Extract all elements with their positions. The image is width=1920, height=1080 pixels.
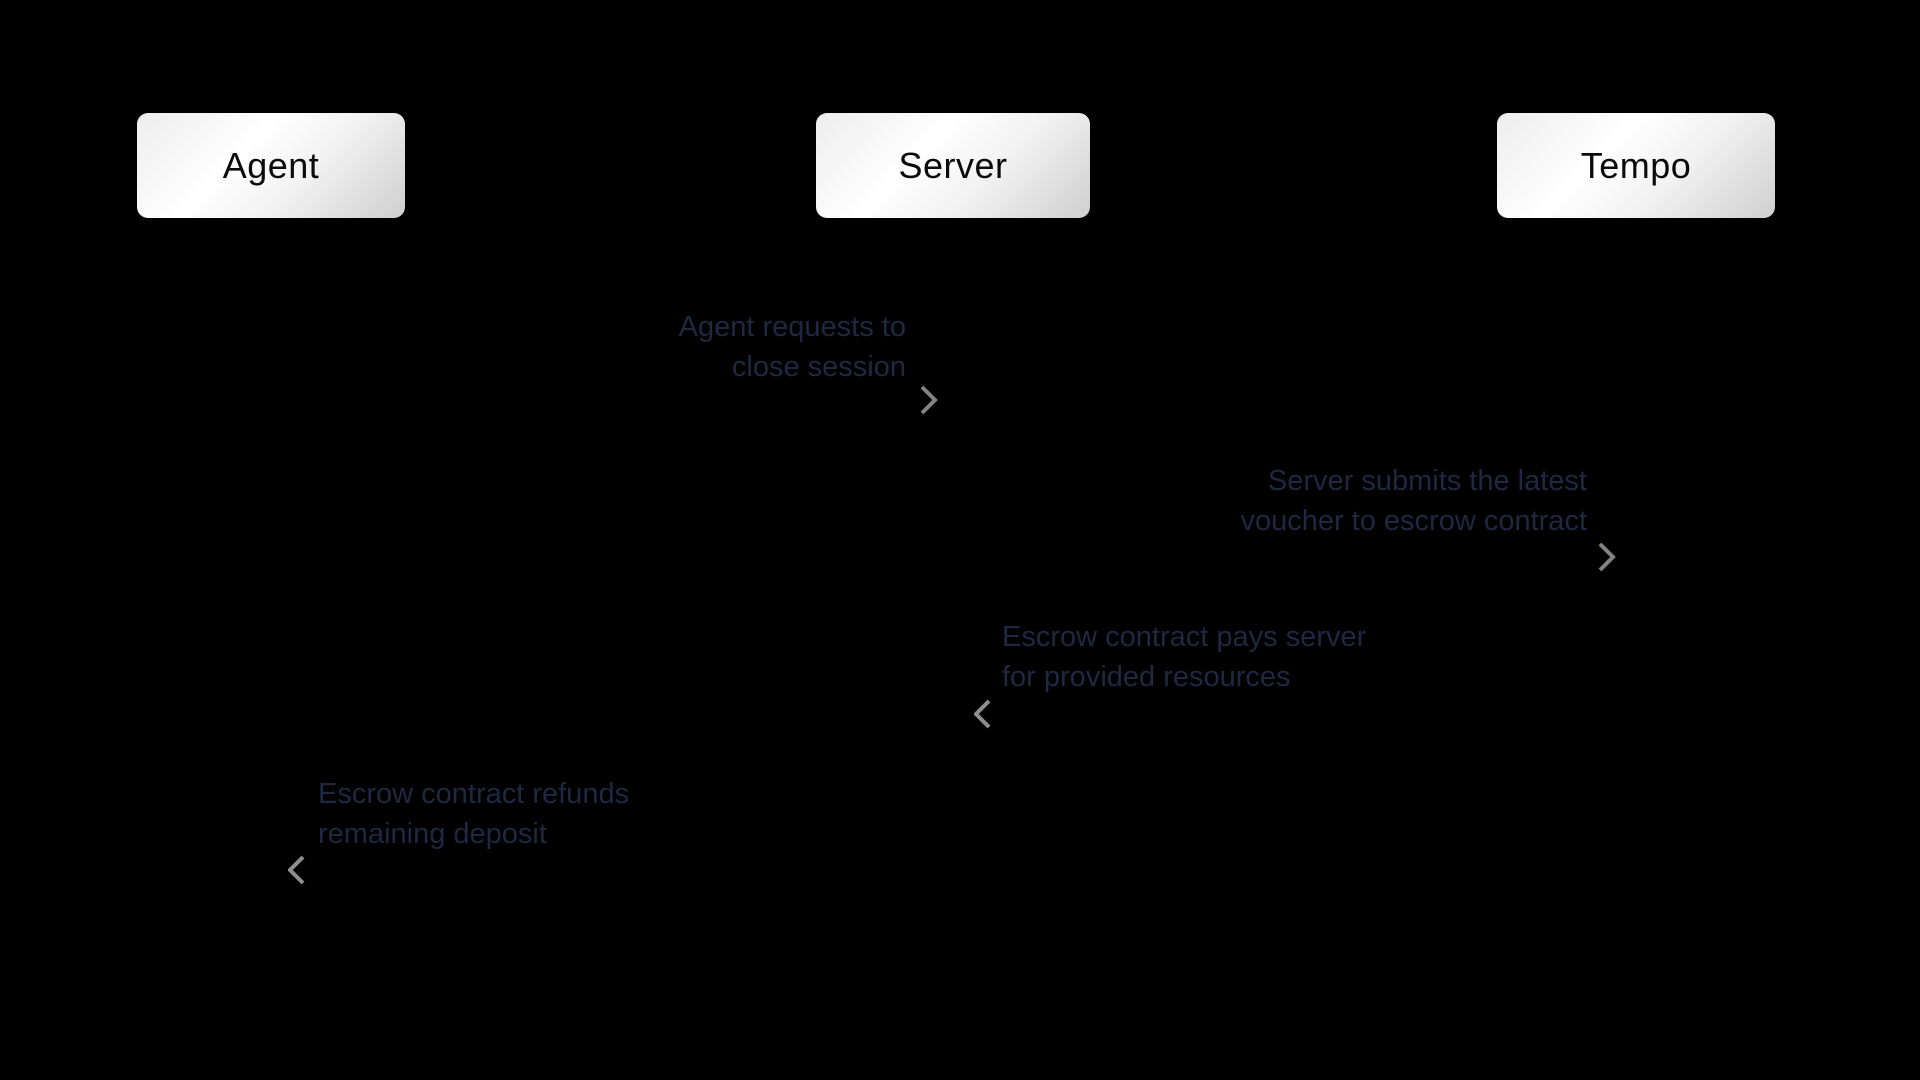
actor-box-tempo: Tempo — [1497, 113, 1775, 218]
arrow-left-icon — [288, 855, 1613, 885]
arrowhead-icon — [920, 385, 938, 415]
actor-label-agent: Agent — [222, 144, 320, 186]
message-label-refund-deposit: Escrow contract refunds remaining deposi… — [318, 778, 630, 850]
arrow-right-icon — [977, 542, 1616, 572]
actor-box-server: Server — [816, 113, 1090, 218]
arrowhead-icon — [288, 855, 305, 885]
arrowhead-icon — [1598, 542, 1616, 572]
arrow-right-icon — [291, 385, 938, 415]
actor-box-agent: Agent — [137, 113, 405, 218]
actor-label-server: Server — [898, 144, 1008, 186]
actor-label-tempo: Tempo — [1580, 144, 1692, 186]
arrowhead-icon — [974, 699, 991, 729]
message-label-submit-voucher: Server submits the latest voucher to esc… — [1240, 465, 1587, 537]
arrow-left-icon — [974, 699, 1613, 729]
message-label-close-session: Agent requests to close session — [678, 311, 906, 383]
message-label-pays-server: Escrow contract pays server for provided… — [1002, 621, 1367, 693]
